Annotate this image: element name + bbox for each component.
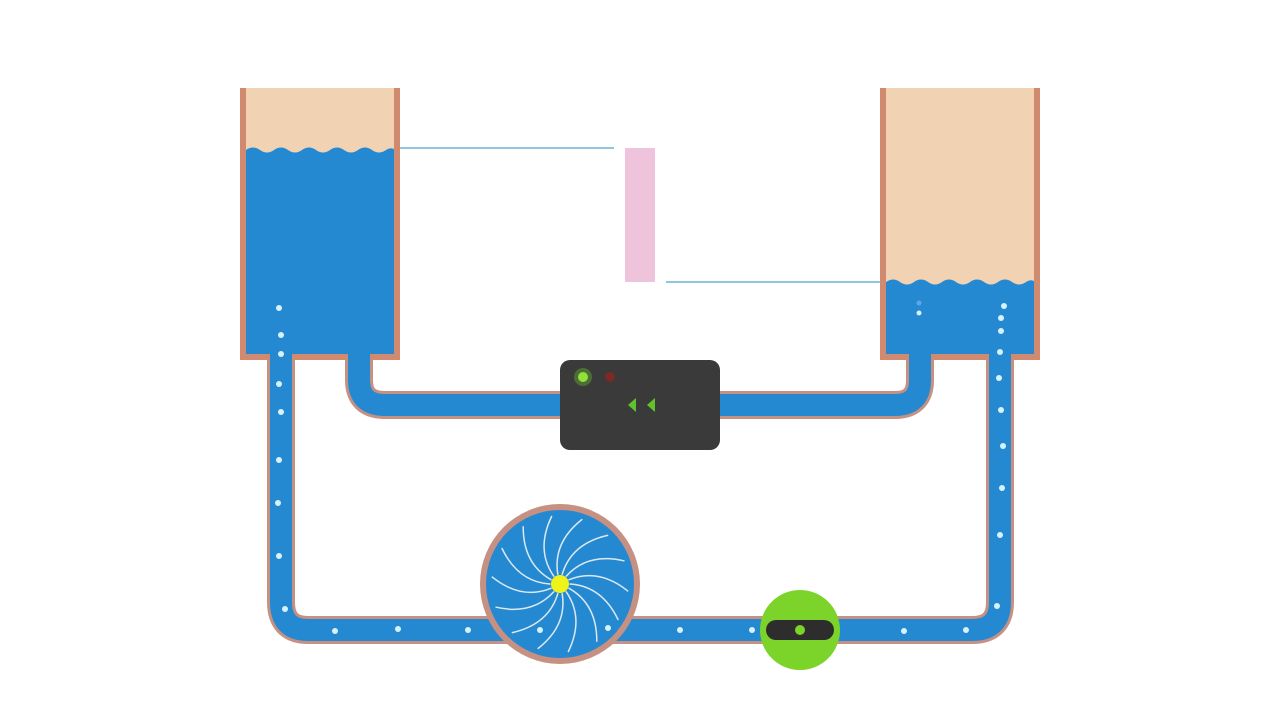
turbine-blade bbox=[511, 592, 559, 634]
left-inner-mouth bbox=[348, 336, 370, 362]
green-led bbox=[578, 372, 588, 382]
bubble bbox=[1000, 443, 1006, 449]
bubble bbox=[395, 626, 401, 632]
bubble bbox=[998, 315, 1004, 321]
bubble bbox=[278, 351, 284, 357]
bubble bbox=[332, 628, 338, 634]
turbine-blade bbox=[543, 515, 555, 577]
left-outer-mouth bbox=[270, 336, 292, 362]
level-difference-bar bbox=[625, 148, 655, 282]
bubble bbox=[537, 627, 543, 633]
bubble bbox=[605, 625, 611, 631]
control-box-body bbox=[560, 360, 720, 450]
bubble bbox=[996, 375, 1002, 381]
level-difference-gauge bbox=[400, 147, 880, 283]
turbine-blade bbox=[556, 518, 583, 576]
turbine-blade bbox=[569, 583, 619, 621]
turbine-blades bbox=[491, 515, 629, 653]
turbine-blade bbox=[537, 592, 564, 650]
turbine-blade bbox=[561, 534, 609, 576]
turbine-blade bbox=[501, 547, 551, 585]
bubble bbox=[282, 606, 288, 612]
turbine-blade bbox=[522, 526, 552, 581]
valve-indicator-dot bbox=[795, 625, 805, 635]
bubble bbox=[916, 310, 922, 316]
bubble bbox=[276, 457, 282, 463]
bubble bbox=[999, 485, 1005, 491]
turbine-blade bbox=[495, 591, 555, 611]
bubble bbox=[998, 407, 1004, 413]
left-tank-water bbox=[246, 147, 394, 354]
flow-arrow-left-icon-2 bbox=[647, 398, 655, 412]
bubble bbox=[998, 328, 1004, 334]
right-tank-water bbox=[886, 279, 1034, 354]
outer-loop-pipe bbox=[270, 340, 1011, 641]
bubble bbox=[994, 603, 1000, 609]
bubble bbox=[677, 627, 683, 633]
control-box bbox=[560, 360, 720, 450]
bubble bbox=[276, 305, 282, 311]
turbine-blade bbox=[568, 587, 598, 642]
bubble bbox=[916, 300, 922, 306]
valve[interactable] bbox=[760, 590, 840, 670]
turbine-blade bbox=[491, 576, 552, 594]
bubble bbox=[963, 627, 969, 633]
right-inner-mouth bbox=[909, 336, 931, 362]
left-tank bbox=[240, 88, 400, 360]
bubble bbox=[276, 381, 282, 387]
turbine-hub bbox=[551, 575, 569, 593]
bubble bbox=[749, 627, 755, 633]
bubble bbox=[465, 627, 471, 633]
flow-bubbles bbox=[275, 300, 1007, 634]
bubble bbox=[276, 553, 282, 559]
bubble bbox=[278, 332, 284, 338]
turbine-blade bbox=[565, 591, 577, 653]
right-tank bbox=[880, 88, 1040, 360]
bubble bbox=[278, 409, 284, 415]
bubble bbox=[901, 628, 907, 634]
red-led bbox=[605, 372, 615, 382]
turbine-blade bbox=[565, 557, 625, 577]
turbine-pump bbox=[480, 504, 640, 664]
bubble bbox=[997, 349, 1003, 355]
turbine-blade bbox=[568, 574, 629, 592]
bubble bbox=[275, 500, 281, 506]
flow-arrow-left-icon bbox=[628, 398, 636, 412]
bubble bbox=[997, 532, 1003, 538]
bubble bbox=[1001, 303, 1007, 309]
